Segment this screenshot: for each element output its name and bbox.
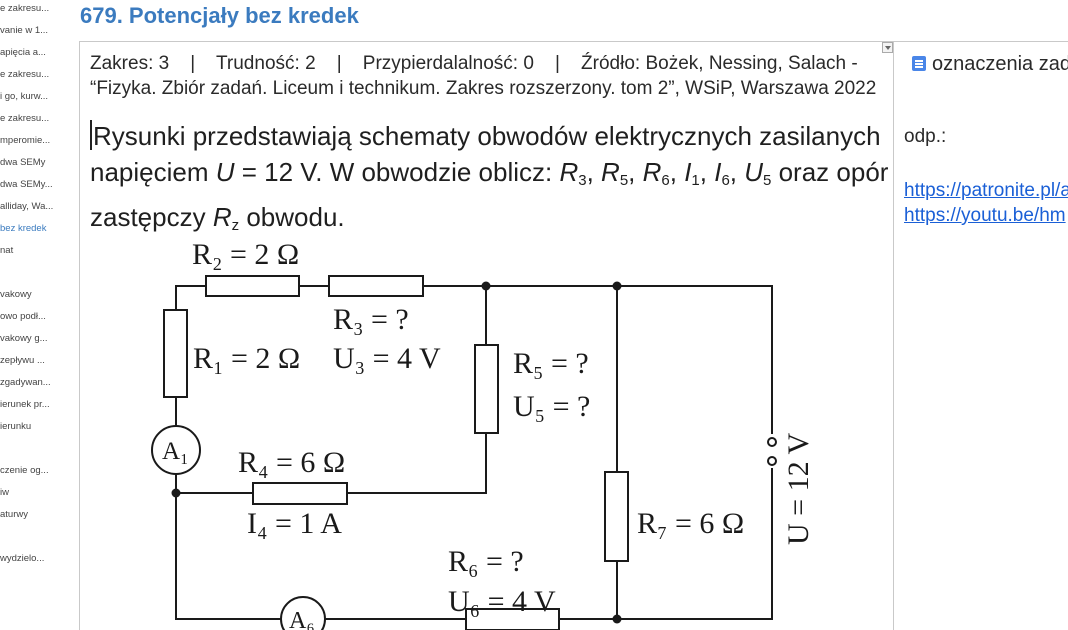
label-r3: R₃ = ? [333,303,409,336]
sidebar-item[interactable]: dwa SEMy [0,157,46,168]
resistor-r3 [328,275,424,297]
sidebar-item[interactable]: vanie w 1... [0,25,49,36]
sidebar-item[interactable]: alliday, Wa... [0,201,54,212]
patronite-link[interactable]: https://patronite.pl/a [904,180,1068,201]
resistor-r6 [465,608,560,630]
sidebar-item[interactable]: aturwy [0,509,28,520]
resistor-r1 [163,309,188,398]
label-r6: R₆ = ? [448,545,524,578]
sidebar-item[interactable]: e zakresu... [0,69,50,80]
problem-line-1: Rysunki przedstawiają schematy obwodów e… [93,121,881,151]
sidebar-item[interactable]: ierunku [0,421,32,432]
sidebar-item[interactable]: e zakresu... [0,113,50,124]
label-r7: R₇ = 6 Ω [637,507,744,540]
sidebar-item[interactable]: ierunek pr... [0,399,50,410]
metadata-line-1: Zakres: 3 | Trudność: 2 | Przypierdalaln… [90,53,858,74]
problem-line-2: napięciem U = 12 V. W obwodzie oblicz: R… [90,157,889,189]
document-icon [912,56,926,71]
right-panel: oznaczenia zadań odp.: https://patronite… [894,41,1068,630]
resistor-r2 [205,275,300,297]
problem-line-3: zastępczy Rz obwodu. [90,202,345,234]
sidebar-item[interactable]: i go, kurw... [0,91,49,102]
metadata-line-2: “Fizyka. Zbiór zadań. Liceum i technikum… [90,78,877,99]
task-box: Zakres: 3 | Trudność: 2 | Przypierdalaln… [79,41,894,630]
terminal-bottom [767,456,777,466]
sidebar: e zakresu... vanie w 1... apięcia a... e… [0,0,62,630]
sidebar-item[interactable]: zgadywan... [0,377,51,388]
sidebar-item[interactable]: czenie og... [0,465,49,476]
problem-text: Rysunki przedstawiają schematy obwodów e… [90,118,890,244]
sidebar-item[interactable]: mperomie... [0,135,51,146]
label-r1: R₁ = 2 Ω [193,342,300,375]
label-u6: U₆ = 4 V [448,585,556,618]
label-a1: A₁ [162,438,189,465]
notation-link[interactable]: oznaczenia zadań [912,53,1068,76]
label-r4: R₄ = 6 Ω [238,446,345,479]
resistor-r5 [474,344,499,434]
dropdown-toggle-icon[interactable] [882,42,893,53]
page-title: 679. Potencjały bez kredek [80,3,359,28]
sidebar-item[interactable]: dwa SEMy... [0,179,53,190]
label-u3: U₃ = 4 V [333,342,441,375]
label-i4: I₄ = 1 A [247,507,342,540]
circuit-nodes [171,281,622,624]
notation-label: oznaczenia zadań [932,53,1068,75]
resistor-r7 [604,471,629,562]
ammeter-a6-icon [280,596,326,630]
label-r5: R₅ = ? [513,347,589,380]
sidebar-item[interactable]: vakowy [0,289,32,300]
terminal-top [767,437,777,447]
sidebar-item[interactable]: owo podł... [0,311,46,322]
ammeter-a1-icon [151,425,201,475]
sidebar-item[interactable]: wydzielo... [0,553,45,564]
label-u5: U₅ = ? [513,390,590,423]
sidebar-item[interactable]: e zakresu... [0,3,50,14]
youtube-link[interactable]: https://youtu.be/hm [904,205,1066,226]
sidebar-item[interactable]: apięcia a... [0,47,46,58]
resistor-r4 [252,482,348,505]
label-r2: R₂ = 2 Ω [192,238,299,271]
text-cursor [90,120,92,150]
label-voltage-u: U = 12 V [782,432,815,545]
sidebar-item[interactable]: vakowy g... [0,333,48,344]
circuit-diagram: R₂ = 2 Ω R₃ = ? U₃ = 4 V R₁ = 2 Ω R₅ = ?… [151,238,815,630]
sidebar-item[interactable]: iw [0,487,9,498]
sidebar-item[interactable]: nat [0,245,14,256]
answer-label: odp.: [904,126,947,147]
task-metadata: Zakres: 3 | Trudność: 2 | Przypierdalaln… [90,51,890,101]
sidebar-item[interactable]: zepływu ... [0,355,45,366]
sidebar-item-active[interactable]: bez kredek [0,223,47,234]
label-a6: A₆ [289,608,315,630]
